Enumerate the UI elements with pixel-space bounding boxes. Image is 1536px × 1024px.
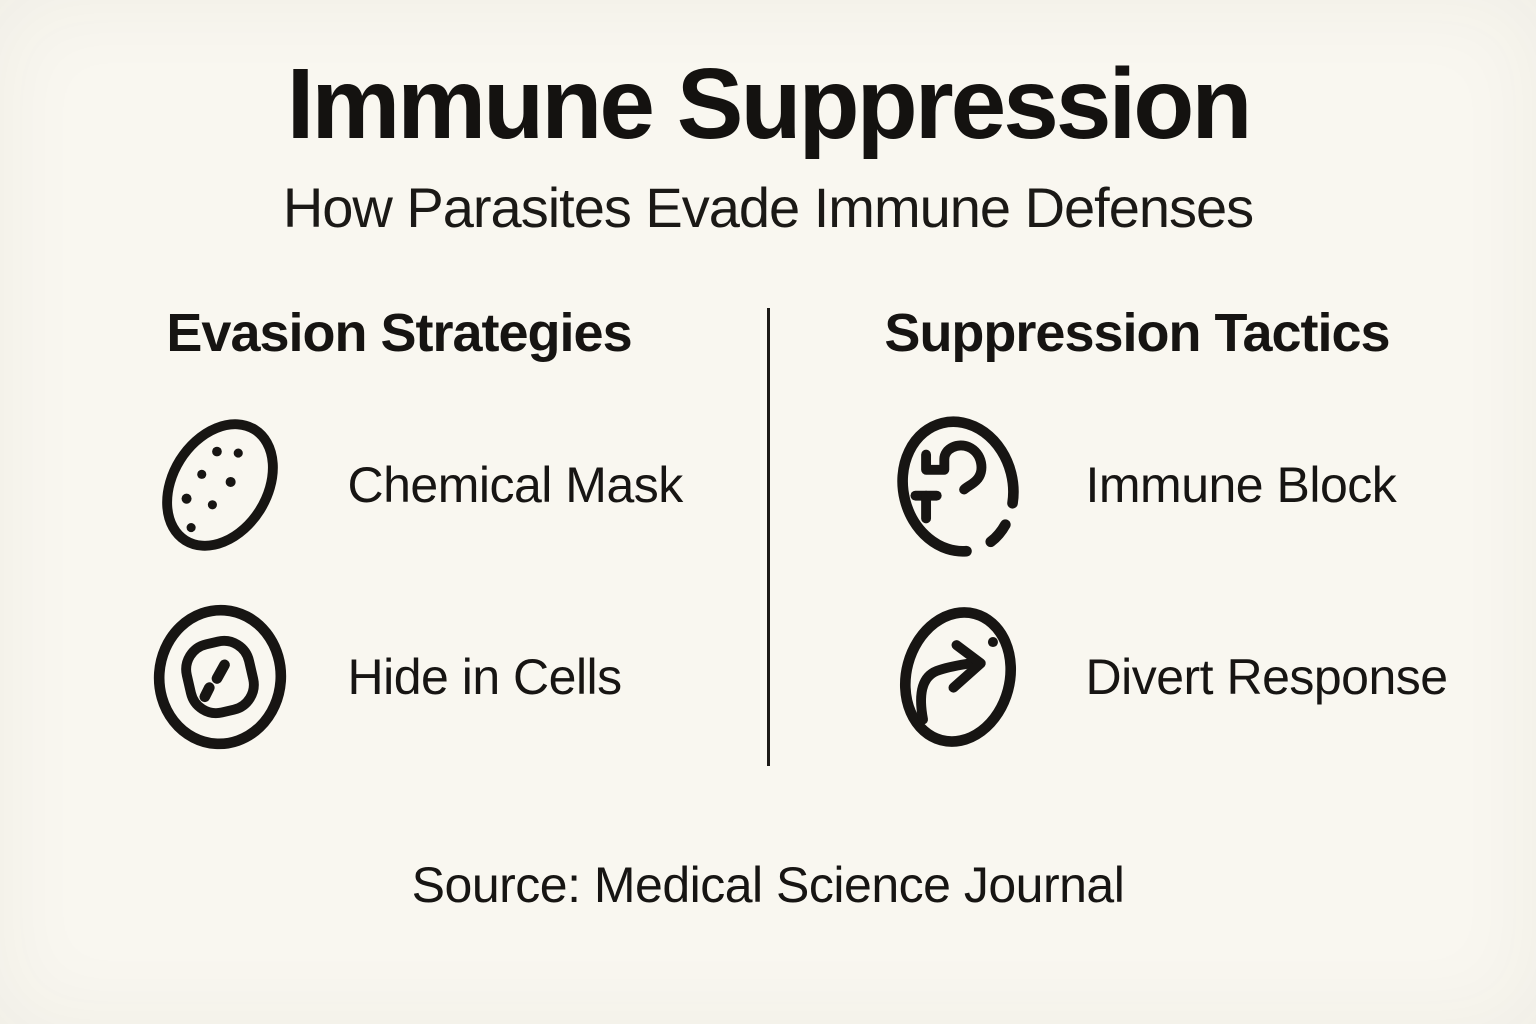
speckled-parasite-icon [161, 419, 278, 551]
divert-arrow-icon [899, 607, 1016, 747]
evasion-strategies-column: Evasion Strategies Chemical Mask [72, 302, 727, 790]
evasion-strategies-header: Evasion Strategies [166, 303, 632, 363]
source-attribution: Source: Medical Science Journal [411, 857, 1125, 913]
page-title: Immune Suppression [286, 48, 1253, 160]
column-divider [766, 308, 770, 766]
list-item-divert-response: Divert Response [810, 598, 1465, 756]
page-subtitle: How Parasites Evade Immune Defenses [282, 176, 1254, 239]
item-label: Chemical Mask [347, 457, 684, 513]
item-label: Immune Block [1085, 457, 1397, 513]
blocked-hook-arrow-icon [896, 416, 1019, 557]
suppression-tactics-header: Suppression Tactics [884, 303, 1390, 363]
suppression-tactics-column: Suppression Tactics Immune Block Dive [810, 302, 1465, 790]
list-item-immune-block: Immune Block [810, 406, 1465, 564]
list-item-hide-in-cells: Hide in Cells [72, 598, 727, 756]
list-item-chemical-mask: Chemical Mask [72, 406, 727, 564]
item-label: Hide in Cells [347, 649, 623, 705]
item-label: Divert Response [1085, 649, 1449, 705]
parasite-inside-cell-icon [153, 604, 286, 750]
columns-container: Evasion Strategies Chemical Mask [0, 302, 1536, 790]
